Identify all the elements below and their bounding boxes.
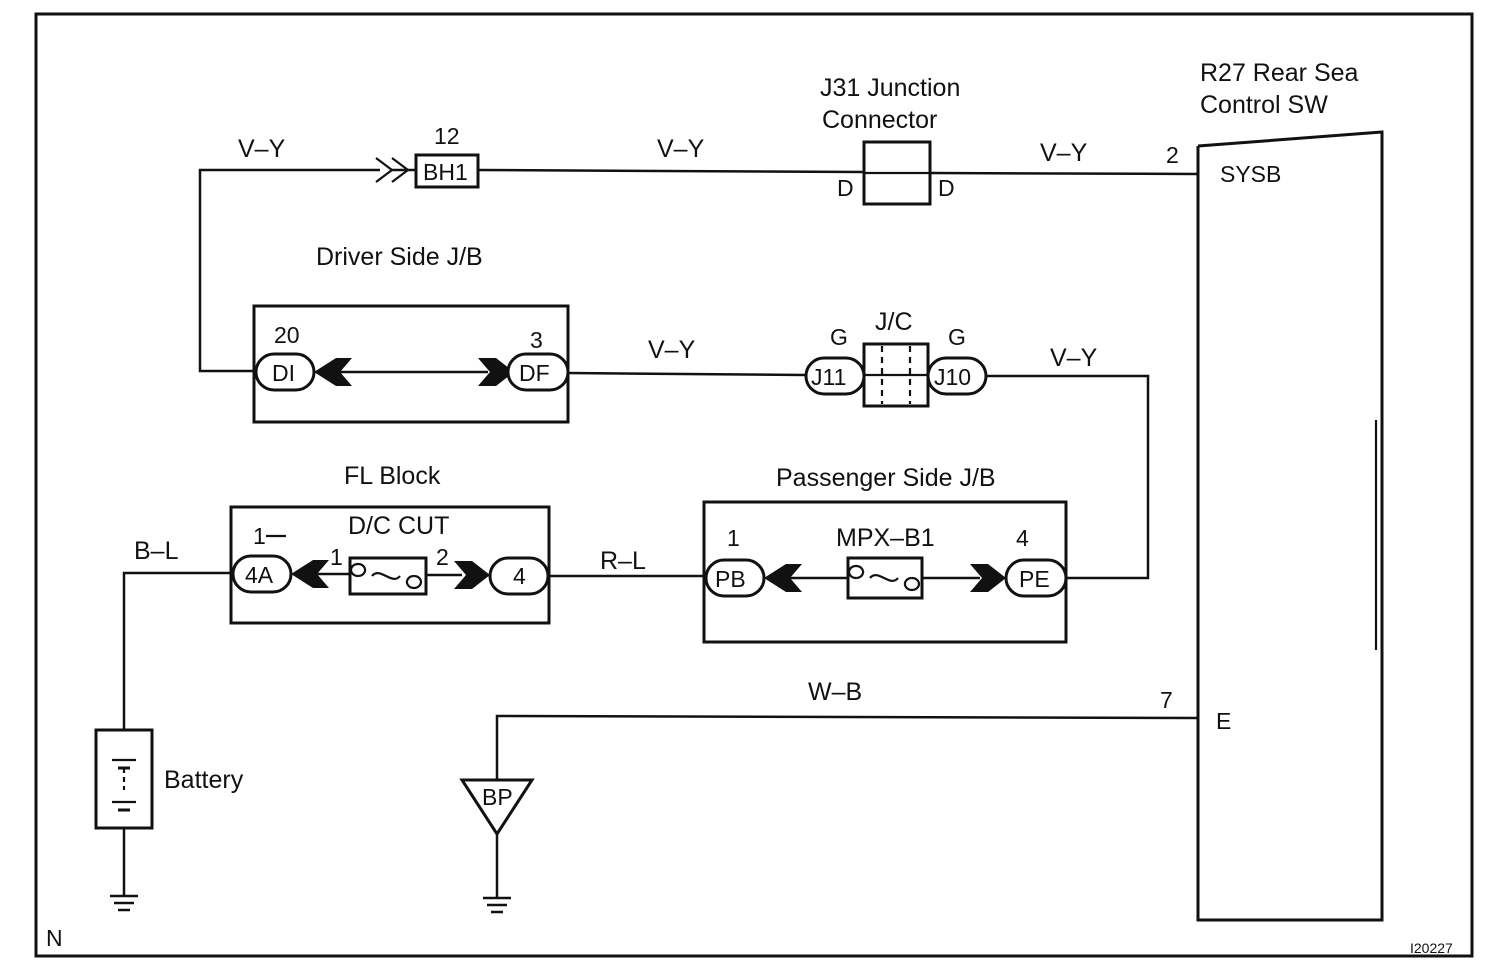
driver-jb-title: Driver Side J/B: [316, 243, 483, 271]
jc-right-g: G: [948, 324, 966, 350]
wire-wb: [495, 714, 1199, 780]
wire-j10-to-pe: [986, 374, 1150, 580]
wire-label-rl: R–L: [600, 547, 646, 575]
passenger-jb-title: Passenger Side J/B: [776, 464, 996, 492]
driver-jb-right-terminal-icon: [478, 358, 514, 386]
wire-label-vy-1: V–Y: [238, 135, 286, 163]
driver-jb-left-terminal-icon: [314, 358, 352, 386]
bh1-pin-number: 12: [434, 123, 460, 149]
j31-title-line2: Connector: [822, 106, 937, 134]
j31-title-line1: J31 Junction: [820, 74, 960, 102]
wire-label-vy-5: V–Y: [1050, 344, 1098, 372]
fl-block-right-terminal-icon: [454, 561, 490, 589]
ground-point-bp: BP: [459, 778, 535, 837]
wire-vy-top: [198, 168, 380, 373]
fl-block-fuse-in-number: 1: [330, 544, 343, 570]
wire-label-vy-3: V–Y: [1040, 139, 1088, 167]
jc-title: J/C: [875, 308, 913, 336]
connector-bh1: BH1 12: [414, 123, 480, 189]
bp-label: BP: [482, 784, 513, 810]
fl-block-left-number: 1: [253, 523, 266, 549]
fl-block-fuse-out-number: 2: [436, 544, 449, 570]
junction-jc: J/C G G J11 J10: [804, 308, 988, 408]
driver-jb-di-number: 20: [274, 322, 300, 348]
component-r27: R27 Rear Sea Control SW 2 SYSB 7 E: [1160, 59, 1384, 922]
passenger-jb-right-number: 4: [1016, 525, 1029, 551]
fl-block-4-label: 4: [513, 563, 526, 589]
r27-pin-e: E: [1216, 708, 1231, 734]
passenger-jb-pb-label: PB: [715, 566, 746, 592]
passenger-jb-fuse-name: MPX–B1: [836, 524, 935, 552]
fl-block-4a-label: 4A: [245, 562, 274, 588]
fl-block-left-terminal-icon: [291, 560, 329, 588]
r27-pin-e-number: 7: [1160, 687, 1173, 713]
jc-left-g: G: [830, 324, 848, 350]
driver-jb-di-label: DI: [272, 360, 295, 386]
driver-jb-df-connector: [506, 352, 570, 392]
fl-block-fuse-name: D/C CUT: [348, 512, 449, 540]
diagram-frame: [34, 12, 1474, 958]
fl-block: FL Block D/C CUT 4A 1 1 2 4: [229, 462, 551, 625]
fl-block-title: FL Block: [344, 462, 441, 490]
battery-label: Battery: [164, 766, 244, 794]
jc-j11-label: J11: [811, 364, 846, 390]
r27-title-line1: R27 Rear Sea: [1200, 59, 1359, 87]
wire-label-wb: W–B: [808, 678, 862, 706]
r27-pin-sysb-number: 2: [1166, 142, 1179, 168]
wire-label-bl: B–L: [134, 537, 179, 565]
j31-right-pin: D: [938, 175, 955, 201]
passenger-side-jb: Passenger Side J/B MPX–B1 PB 1 PE 4: [702, 464, 1068, 644]
passenger-jb-pe-label: PE: [1019, 566, 1050, 592]
passenger-jb-left-number: 1: [727, 525, 740, 551]
battery-ground-icon: [110, 894, 138, 912]
passenger-jb-left-terminal-icon: [764, 564, 802, 592]
wire-label-vy-4: V–Y: [648, 336, 696, 364]
wire-bl: [122, 571, 233, 730]
wire-df-to-j11: [567, 371, 807, 377]
jc-j10-label: J10: [934, 364, 971, 390]
passenger-jb-right-terminal-icon: [970, 564, 1006, 592]
r27-pin-sysb: SYSB: [1220, 161, 1281, 187]
r27-title-line2: Control SW: [1200, 91, 1328, 119]
driver-jb-df-label: DF: [519, 360, 550, 386]
wire-j31-to-sysb: [929, 171, 1199, 176]
battery: Battery: [94, 728, 244, 830]
wire-label-vy-2: V–Y: [657, 135, 705, 163]
driver-side-jb: Driver Side J/B DI 20 DF 3: [252, 243, 570, 424]
bp-ground-icon: [483, 896, 511, 914]
junction-connector-j31: J31 Junction Connector D D: [820, 74, 960, 206]
bh1-label: BH1: [423, 159, 468, 185]
bp-triangle-icon: [459, 778, 535, 837]
fl-block-fuse-icon: [349, 562, 423, 590]
corner-mark: N: [46, 925, 63, 951]
driver-jb-df-number: 3: [530, 327, 543, 353]
passenger-jb-fuse-icon: [847, 564, 921, 592]
j31-left-pin: D: [837, 175, 854, 201]
passenger-jb-pe-connector: [1004, 558, 1068, 598]
figure-id: I20227: [1410, 940, 1453, 956]
wire-bh1-to-j31: [477, 168, 865, 174]
